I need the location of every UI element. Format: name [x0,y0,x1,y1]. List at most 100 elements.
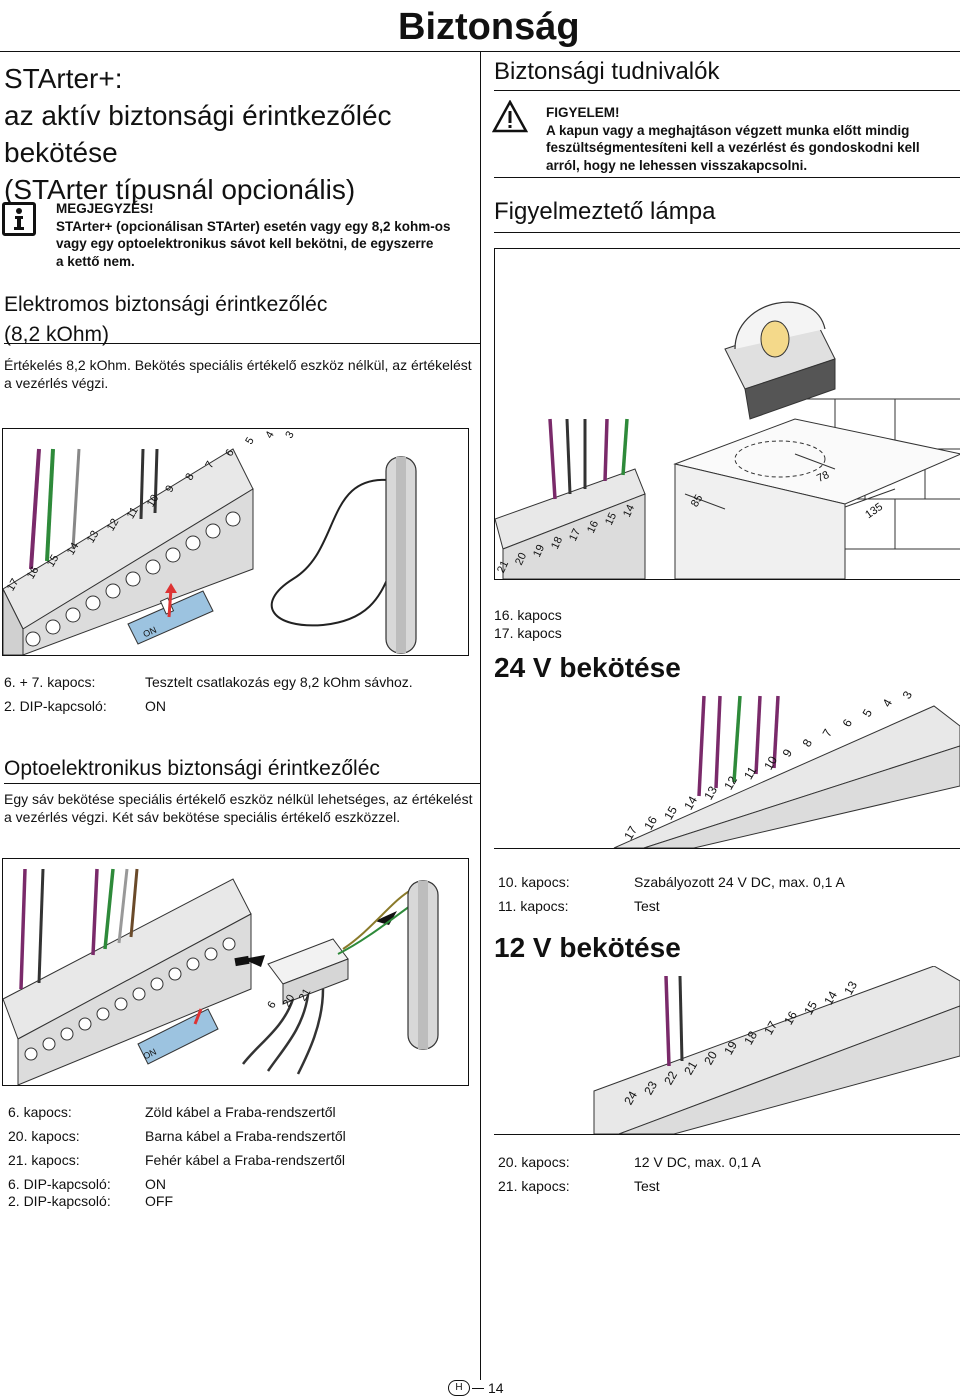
terminal-label: 17 [567,526,584,544]
terminal-label: 4 [879,696,896,710]
spec-value: Barna kábel a Fraba-rendszertől [145,1128,346,1144]
warning-line: A kapun vagy a meghajtáson végzett munka… [546,122,910,138]
dip-on-label: ON [141,1046,159,1062]
figure-8k2-strip-wiring: 17 16 15 14 13 12 11 10 9 8 7 6 5 4 3 ON [2,428,469,656]
wire-number-labels: 6 20 21 ON [3,859,468,1085]
terminal-block [3,878,252,1085]
section-electric-title: Elektromos biztonsági érintkezőléc (8,2 … [4,290,327,350]
dimension-lines [684,453,896,510]
spec-label: 6. kapocs: [8,1104,72,1120]
section-opto-text: Egy sáv bekötése speciális értékelő eszk… [4,790,474,826]
terminal-label: 19 [531,542,548,560]
note-line: STArter+ (opcionálisan STArter) esetén v… [56,218,451,234]
spec-value: 12 V DC, max. 0,1 A [634,1154,761,1170]
arrow-right [375,911,397,925]
lamp-labels: 21 20 19 18 17 16 15 14 78 85 135 [495,249,960,579]
terminal-label: 7 [819,726,836,740]
wire-black-6 [139,448,145,520]
section-electric-text: Értékelés 8,2 kOhm. Bekötés speciális ér… [4,356,474,392]
header-rule [0,51,960,52]
dimension-label: 78 [815,468,832,486]
wire-black-a [37,868,45,984]
figure-24v-wiring: 17 16 15 14 13 12 11 10 9 8 7 6 5 4 3 [494,686,960,849]
terminal-label: 4 [263,429,277,441]
main-title-line: (STArter típusnál opcionális) [4,174,356,205]
terminal-label: 9 [779,746,796,760]
wire-purple-a [19,868,27,990]
terminal-label: 15 [44,552,62,570]
warning-icon [491,99,529,139]
terminal-label: 11 [124,505,141,521]
spec-label: 11. kapocs: [498,898,569,914]
language-badge: H [448,1380,470,1396]
text-line: a vezérlés végzi. [4,375,109,391]
arrow-left [234,955,265,967]
safety-title: Biztonsági tudnivalók [494,58,720,85]
spec-value: Fehér kábel a Fraba-rendszertől [145,1152,345,1168]
dimension-label: 85 [688,492,706,510]
dip-on-label: ON [141,624,158,640]
terminal-label: 12 [721,773,741,793]
terminal-label: 15 [801,998,821,1018]
spec-value: Szabályozott 24 V DC, max. 0,1 A [634,874,845,890]
terminal-block [613,705,960,848]
warning-heading: FIGYELEM! [546,105,620,120]
note-line: vagy egy optoelektronikus sávot kell bek… [56,236,434,251]
main-title: STArter+: az aktív biztonsági érintkezől… [4,60,474,208]
terminal-label: 14 [64,540,82,558]
terminal-label: 24 [621,1088,641,1108]
section-rule [494,177,960,178]
terminal-label: 18 [549,534,566,552]
terminal-label: 20 [513,550,530,568]
spec-label: 10. kapocs: [498,874,570,890]
terminal-label: 15 [661,803,681,823]
wire-brown-b [129,868,139,938]
terminal-label: 17 [4,576,22,594]
wires-12v [664,975,684,1067]
column-divider [480,52,481,1380]
text-line: 16. kapocs [494,607,562,623]
page-number: 14 [488,1380,504,1396]
terminal-label: 10 [761,753,781,773]
lamp-wires [548,418,629,500]
section-opto-title: Optoelektronikus biztonsági érintkezőléc [4,757,380,780]
spec-label: 21. kapocs: [498,1178,570,1194]
terminal-label: 20 [701,1048,721,1068]
dip-switch [137,1008,219,1065]
terminal-number-labels: 24 23 22 21 20 19 18 17 16 15 14 13 [494,966,960,1134]
spec-label: 21. kapocs: [8,1152,80,1168]
wire-white-b [117,868,129,944]
spec-value: OFF [145,1193,173,1209]
terminal-label: 9 [163,483,177,495]
terminal-label: 17 [621,823,641,843]
spec-value: Test [634,898,660,914]
connector-block [267,938,349,1005]
terminal-label: 23 [641,1078,661,1098]
figure-opto-strip-wiring: 6 20 21 ON [2,858,469,1086]
terminal-number-labels: 17 16 15 14 13 12 11 10 9 8 7 6 5 4 3 [494,686,960,848]
terminal-label: 16 [641,813,661,833]
dimension-label: 135 [863,500,886,522]
wire-purple-b [91,868,99,956]
main-title-line: STArter+: [4,63,123,94]
wire-label: 6 [265,999,279,1011]
spec-label: 6. DIP-kapcsoló: [8,1176,111,1192]
note-line: a kettő nem. [56,253,135,269]
terminal-label: 6 [839,716,856,730]
spec-label: 20. kapocs: [498,1154,570,1170]
terminal-label: 18 [741,1028,761,1048]
figure-12v-wiring: 24 23 22 21 20 19 18 17 16 15 14 13 [494,966,960,1135]
terminal-block [495,468,646,579]
lamp-terminal-info: 16. kapocs 17. kapocs [494,606,562,642]
lamp-title: Figyelmeztető lámpa [494,198,716,225]
terminal-label: 19 [721,1038,741,1058]
sensor-cable [270,478,399,627]
spec-value: ON [145,1176,166,1192]
terminal-label: 5 [243,435,257,447]
wire-black-7 [153,448,159,514]
terminal-label: 16 [24,564,42,582]
main-title-line: bekötése [4,137,118,168]
text-line: Egy sáv bekötése speciális értékelő eszk… [4,791,473,807]
section-rule [494,232,960,233]
terminal-label: 15 [603,510,620,528]
